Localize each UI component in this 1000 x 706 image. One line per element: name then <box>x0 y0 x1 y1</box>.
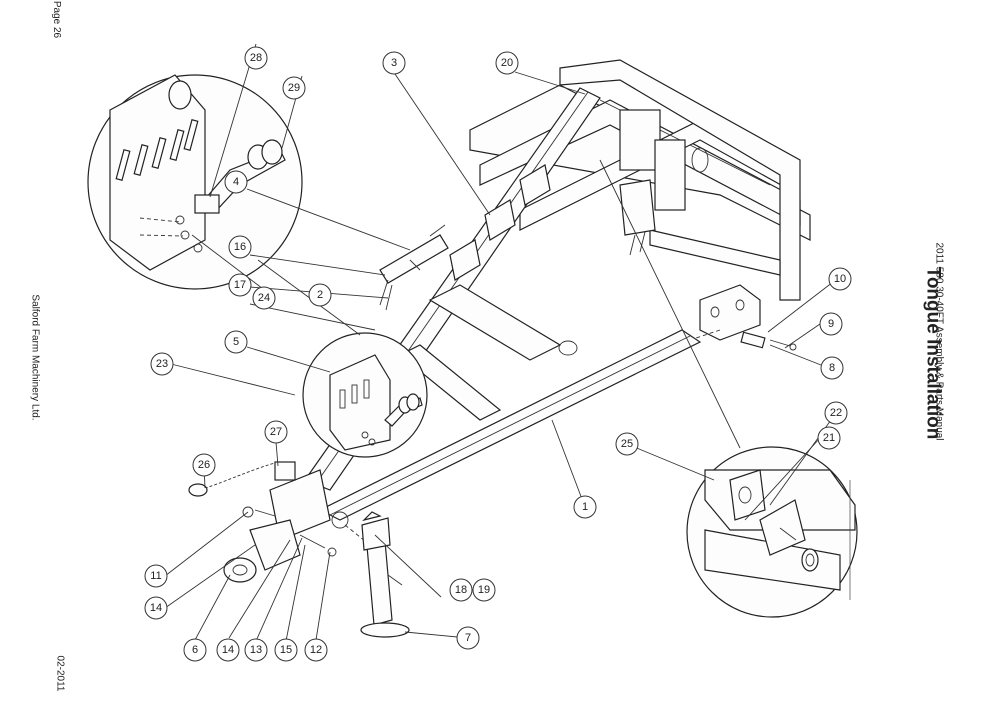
callout-1: 1 <box>573 495 597 519</box>
svg-text:18: 18 <box>455 584 467 596</box>
hydraulic-cylinder <box>379 224 449 311</box>
callout-24: 24 <box>252 286 276 310</box>
detail-view-lower <box>686 446 858 618</box>
callout-14-a: 14 <box>144 596 168 620</box>
svg-text:13: 13 <box>250 644 262 656</box>
callout-3: 3 <box>382 51 406 75</box>
svg-text:23: 23 <box>156 358 168 370</box>
svg-text:5: 5 <box>233 336 239 348</box>
callout-27: 27 <box>264 420 288 444</box>
callout-23: 23 <box>150 352 174 376</box>
callout-12: 12 <box>304 638 328 662</box>
callout-15: 15 <box>274 638 298 662</box>
callout-28: 28 <box>244 46 268 70</box>
callout-14-b: 14 <box>216 638 240 662</box>
svg-text:29: 29 <box>288 82 300 94</box>
callout-6: 6 <box>183 638 207 662</box>
svg-text:4: 4 <box>233 176 239 188</box>
svg-text:12: 12 <box>310 644 322 656</box>
svg-text:7: 7 <box>465 632 471 644</box>
callout-18: 18 <box>449 578 473 602</box>
hitch-mount-right <box>689 284 797 351</box>
callout-16: 16 <box>228 235 252 259</box>
callout-21: 21 <box>817 426 841 450</box>
svg-text:16: 16 <box>234 241 246 253</box>
detail-view-upper <box>87 74 303 290</box>
svg-text:11: 11 <box>150 570 161 582</box>
callout-4: 4 <box>224 170 248 194</box>
svg-text:24: 24 <box>258 292 270 304</box>
callout-5: 5 <box>224 330 248 354</box>
svg-text:6: 6 <box>192 644 198 656</box>
svg-text:10: 10 <box>834 273 846 285</box>
svg-text:28: 28 <box>250 52 262 64</box>
svg-text:1: 1 <box>582 501 588 513</box>
callout-13: 13 <box>244 638 268 662</box>
svg-text:20: 20 <box>501 57 513 69</box>
callout-8: 8 <box>820 356 844 380</box>
svg-text:26: 26 <box>198 459 210 471</box>
callout-leaders <box>164 43 837 642</box>
callout-26: 26 <box>192 453 216 477</box>
svg-text:21: 21 <box>823 432 835 444</box>
svg-text:15: 15 <box>280 644 292 656</box>
callout-11: 11 <box>144 564 168 588</box>
callout-22: 22 <box>824 401 848 425</box>
svg-text:17: 17 <box>234 279 246 291</box>
svg-text:3: 3 <box>391 57 397 69</box>
svg-text:19: 19 <box>478 584 490 596</box>
callout-9: 9 <box>819 312 843 336</box>
detail-view-inline <box>302 332 428 458</box>
svg-text:22: 22 <box>830 407 842 419</box>
svg-text:14: 14 <box>150 602 162 614</box>
callout-25: 25 <box>615 432 639 456</box>
callout-17: 17 <box>228 273 252 297</box>
svg-text:2: 2 <box>317 289 323 301</box>
svg-text:14: 14 <box>222 644 234 656</box>
callout-20: 20 <box>495 51 519 75</box>
callout-10: 10 <box>828 267 852 291</box>
svg-text:25: 25 <box>621 438 633 450</box>
svg-text:27: 27 <box>270 426 282 438</box>
callout-7: 7 <box>456 626 480 650</box>
svg-text:8: 8 <box>829 362 835 374</box>
jack-stand <box>360 511 410 638</box>
callout-19: 19 <box>472 578 496 602</box>
svg-text:9: 9 <box>828 318 834 330</box>
front-hitch <box>188 461 371 583</box>
callout-2: 2 <box>308 283 332 307</box>
callout-29: 29 <box>282 76 306 100</box>
